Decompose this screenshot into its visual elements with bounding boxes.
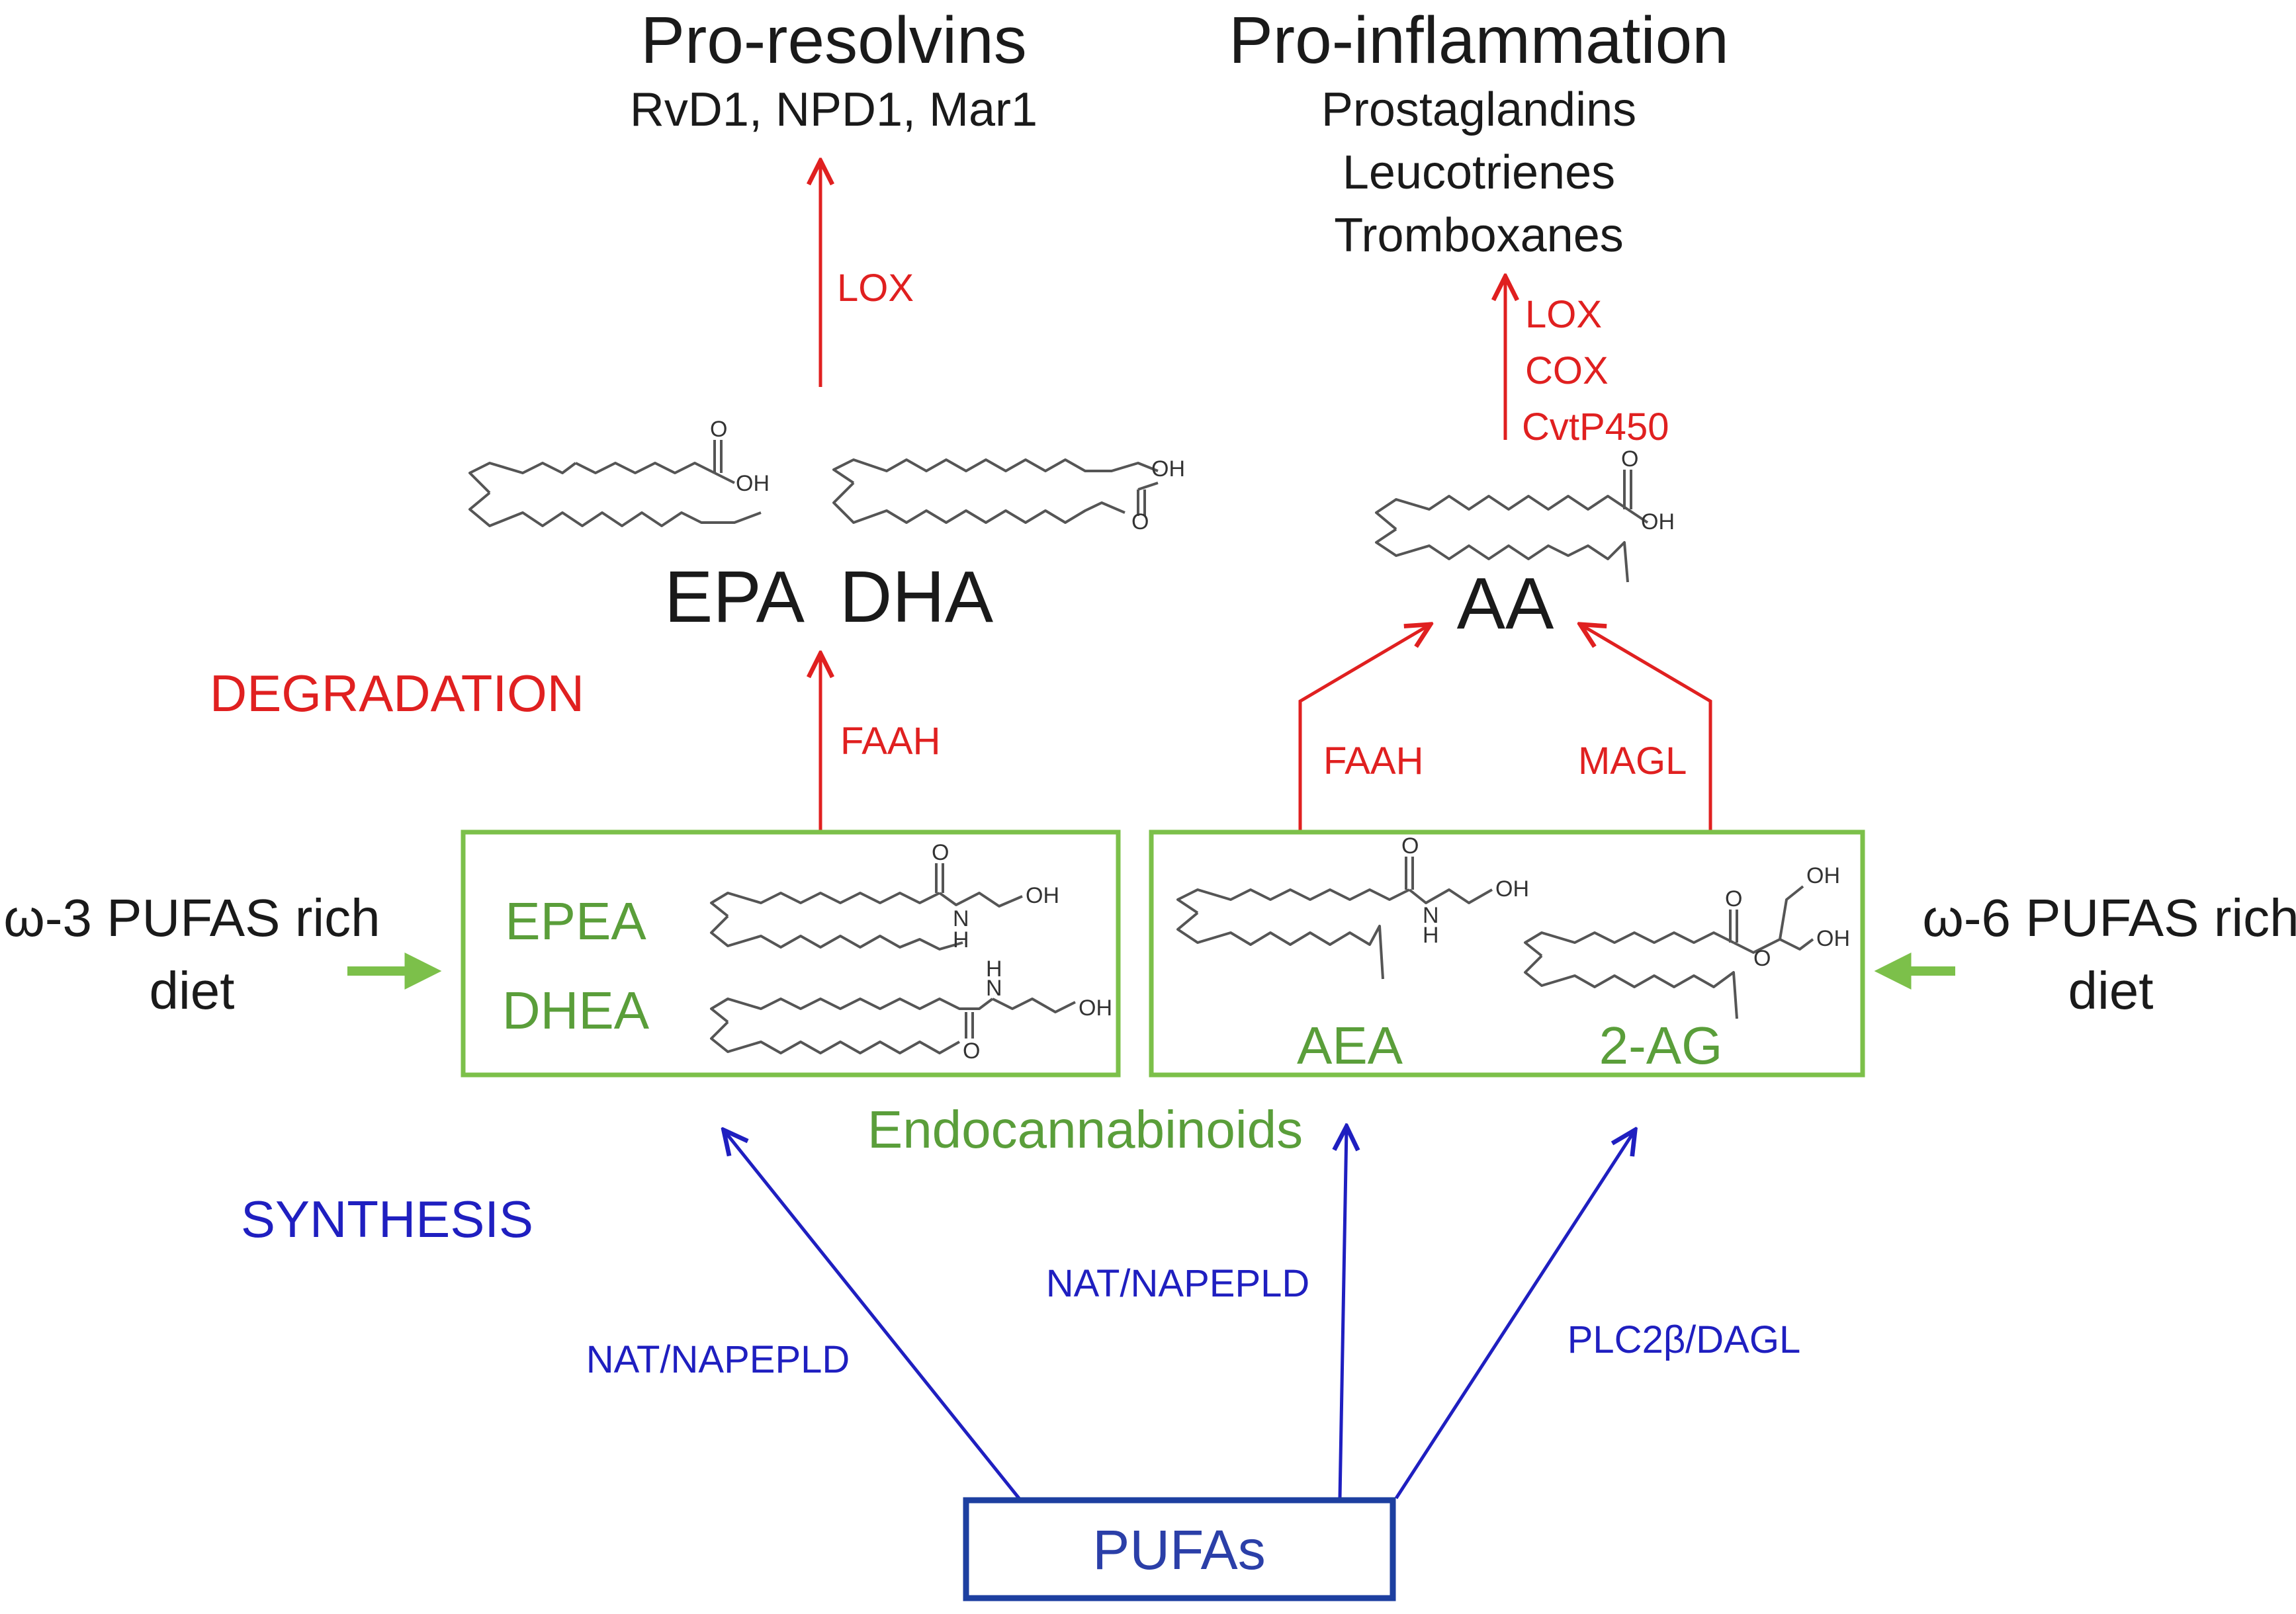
epea-oxygen-label: O xyxy=(932,840,949,865)
dhea-n-label: N xyxy=(986,976,1002,1001)
pro-inflammation-title: Pro-inflammation xyxy=(1229,3,1729,77)
label-epea: EPEA xyxy=(505,892,646,951)
enzyme-lox-right: LOX xyxy=(1525,293,1602,336)
omega3-diet-line1: ω-3 PUFAS rich xyxy=(3,888,380,947)
enzyme-faah-right: FAAH xyxy=(1323,740,1424,783)
enzyme-cox: COX xyxy=(1525,349,1609,392)
dhea-structure: N H O OH xyxy=(710,956,1112,1064)
enzyme-faah-left: FAAH xyxy=(840,720,941,763)
omega3-diet-line2: diet xyxy=(150,961,235,1020)
omega6-diet-line1: ω-6 PUFAS rich xyxy=(1922,888,2296,947)
fatty-acid-aa: AA xyxy=(1457,563,1554,644)
aa-structure: O OH xyxy=(1375,446,1675,583)
omega6-endocannabinoid-box xyxy=(1149,829,1865,1078)
epa-oh-label: OH xyxy=(736,471,770,496)
epea-structure: O N H OH xyxy=(710,840,1059,953)
label-dhea: DHEA xyxy=(502,981,650,1040)
pro-resolvins-items: RvD1, NPD1, Mar1 xyxy=(630,83,1038,136)
dhea-oh-label: OH xyxy=(1079,996,1112,1021)
two-ag-ester-o-label: O xyxy=(1753,946,1771,971)
faah-arrow-right xyxy=(1298,625,1429,832)
dhea-h-label: H xyxy=(986,956,1002,982)
omega6-diet-line2: diet xyxy=(2068,961,2154,1020)
aa-oh-label: OH xyxy=(1641,509,1675,534)
synthesis-arrow-right xyxy=(1394,1131,1634,1500)
synthesis-arrow-left xyxy=(725,1131,1020,1500)
dha-oh-label: OH xyxy=(1151,456,1185,482)
enzyme-lox-left: LOX xyxy=(837,267,914,310)
epa-oxygen-label: O xyxy=(710,417,727,442)
enzyme-magl: MAGL xyxy=(1578,740,1687,783)
two-ag-carbonyl-o-label: O xyxy=(1725,886,1742,912)
label-2-ag: 2-AG xyxy=(1599,1016,1723,1075)
two-ag-oh-label-top: OH xyxy=(1806,863,1840,888)
aea-oh-label: OH xyxy=(1495,876,1529,902)
aea-n-label: N xyxy=(1423,903,1439,928)
epea-oh-label: OH xyxy=(1026,883,1059,908)
pro-inflammation-item-tromboxanes: Tromboxanes xyxy=(1334,209,1624,262)
pufas-box xyxy=(963,1497,1396,1601)
enzyme-cyp450: CvtP450 xyxy=(1522,405,1669,448)
two-ag-oh-label-bottom: OH xyxy=(1816,926,1850,951)
pro-inflammation-item-prostaglandins: Prostaglandins xyxy=(1321,83,1636,136)
pro-resolvins-title: Pro-resolvins xyxy=(640,3,1027,77)
dha-oxygen-label: O xyxy=(1131,509,1149,534)
aea-structure: O N H OH xyxy=(1176,833,1529,980)
epea-h-label: H xyxy=(953,927,969,953)
aea-h-label: H xyxy=(1423,923,1439,948)
two-ag-structure: O O OH OH xyxy=(1524,863,1850,1019)
fatty-acid-epa: EPA xyxy=(664,556,805,638)
dhea-oxygen-label: O xyxy=(963,1039,980,1064)
aea-oxygen-label: O xyxy=(1401,833,1419,859)
endocannabinoids-group-label: Endocannabinoids xyxy=(867,1100,1303,1159)
magl-arrow xyxy=(1581,625,1712,832)
dha-structure: OH O xyxy=(832,456,1185,534)
label-aea: AEA xyxy=(1297,1016,1403,1075)
enzyme-nat-middle: NAT/NAPEPLD xyxy=(1046,1262,1310,1305)
synthesis-arrow-middle xyxy=(1340,1128,1347,1499)
pro-inflammation-item-leucotrienes: Leucotrienes xyxy=(1343,146,1615,199)
aa-oxygen-label: O xyxy=(1621,446,1638,472)
fatty-acid-dha: DHA xyxy=(840,556,994,638)
synthesis-label: SYNTHESIS xyxy=(241,1190,533,1248)
enzyme-nat-left: NAT/NAPEPLD xyxy=(586,1338,850,1381)
degradation-label: DEGRADATION xyxy=(210,664,584,722)
pufas-label: PUFAs xyxy=(1092,1519,1265,1581)
epa-structure: O OH xyxy=(468,417,770,527)
enzyme-plc-dagl: PLC2β/DAGL xyxy=(1567,1318,1801,1361)
omega3-endocannabinoid-box xyxy=(461,829,1121,1078)
epea-n-label: N xyxy=(953,906,969,931)
